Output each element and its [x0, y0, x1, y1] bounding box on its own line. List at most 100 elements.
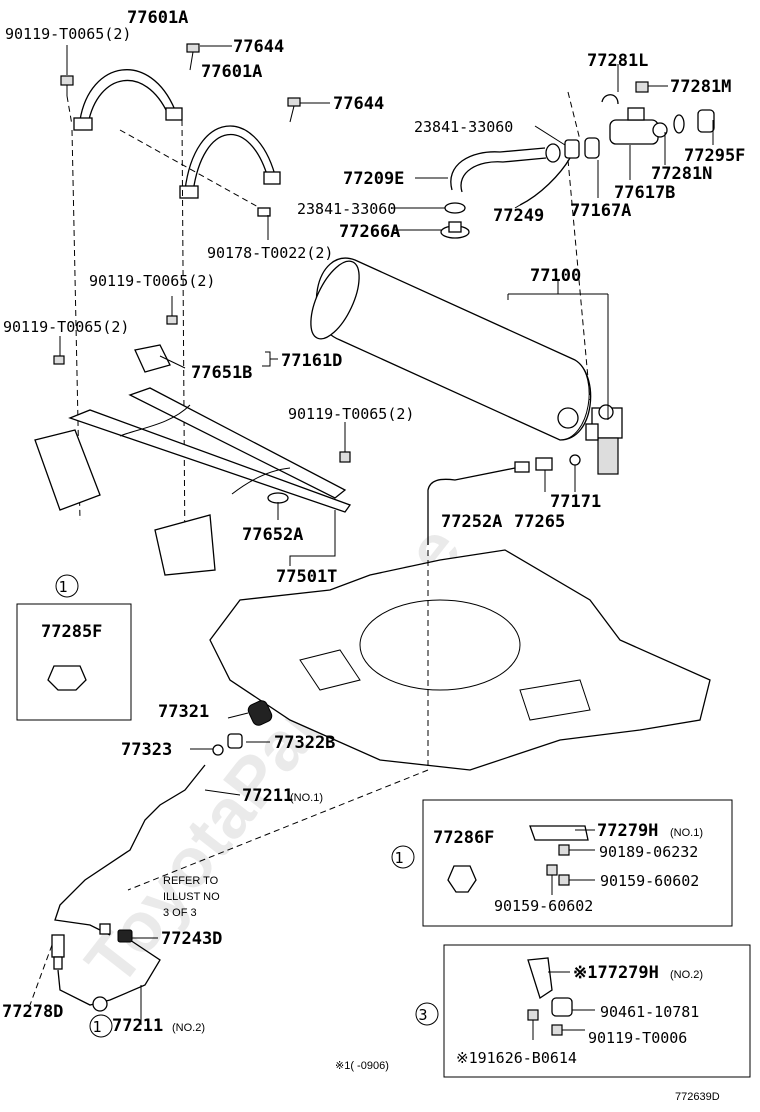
connector-77321	[247, 700, 273, 726]
callout-number: 1	[394, 849, 403, 867]
cap-77281M	[635, 81, 649, 93]
label-77211-no2: 77211	[112, 1016, 163, 1036]
label-90159-60602: 90159-60602	[494, 897, 593, 915]
leader-77100	[507, 280, 609, 420]
label-77211-no1-suffix: (NO.1)	[290, 792, 323, 804]
clip-77281L	[601, 94, 619, 105]
lpg-tank-77100	[310, 257, 592, 441]
ring-77281N	[673, 114, 685, 134]
frame-77501T	[68, 387, 352, 513]
washer-77171	[569, 454, 581, 466]
label-77601A: 77601A	[127, 8, 188, 28]
label-77279H-no1: 77279H	[597, 821, 658, 841]
bolt-90119-c	[53, 355, 65, 365]
label-90461-10781: 90461-10781	[600, 1003, 699, 1021]
clamp-23841-b	[444, 202, 466, 214]
label-77279H-no2-suffix: (NO.2)	[670, 969, 703, 981]
callout-number: 1	[92, 1018, 101, 1036]
pipe-77211-no1	[54, 764, 206, 936]
clip-on-pipe	[92, 996, 108, 1012]
callout-circle-1-top	[55, 574, 79, 598]
guide-line	[567, 91, 591, 401]
guide-line	[119, 129, 261, 209]
label-77281M: 77281M	[670, 77, 731, 97]
label-77651B: 77651B	[191, 363, 252, 383]
label-77644: 77644	[333, 94, 384, 114]
callout-circle-1-right	[391, 845, 415, 869]
footnote: ※1( -0906)	[335, 1060, 389, 1072]
label-77281L: 77281L	[587, 51, 648, 71]
callout-circle-1-bottom	[89, 1014, 113, 1038]
callout-number: 1	[58, 578, 67, 596]
inset-box-3	[443, 944, 751, 1078]
label-90119: 90119-T0065(2)	[5, 25, 131, 43]
tank-valve-assembly	[585, 404, 623, 475]
label-77286F: 77286F	[433, 828, 494, 848]
refer-note-line3: 3 OF 3	[163, 907, 197, 919]
label-77211-no2-suffix: (NO.2)	[172, 1022, 205, 1034]
washer-77323	[212, 744, 224, 756]
pipe-77249	[519, 157, 571, 206]
label-77617B: 77617B	[614, 183, 675, 203]
grommet-77266A	[440, 221, 470, 239]
side-bracket-center	[154, 514, 216, 576]
label-77249: 77249	[493, 206, 544, 226]
callout-circle-3	[415, 1002, 439, 1026]
bolt-77644-b	[287, 97, 301, 123]
label-77279H-no1-suffix: (NO.1)	[670, 827, 703, 839]
label-77167A: 77167A	[570, 201, 631, 221]
label-91626-B0614: ※191626-B0614	[456, 1049, 577, 1067]
refer-note-line1: REFER TO	[163, 875, 219, 887]
plug-77295F	[697, 109, 715, 133]
label-77295F: 77295F	[684, 146, 745, 166]
label-77285F: 77285F	[41, 622, 102, 642]
label-23841-33060: 23841-33060	[414, 118, 513, 136]
fitting-77617B	[609, 107, 668, 145]
label-77252A: 77252A	[441, 512, 502, 532]
inset-box-77285F	[16, 603, 132, 721]
label-77322B: 77322B	[274, 733, 335, 753]
guide-line	[181, 119, 186, 561]
strap-77601A-rear	[179, 125, 281, 199]
bracket-77161D	[134, 344, 171, 373]
label-77209E: 77209E	[343, 169, 404, 189]
label-77644: 77644	[233, 37, 284, 57]
fitting-77243D	[99, 923, 133, 943]
leader-lines	[59, 45, 714, 1040]
label-90119: 90119-T0065(2)	[89, 272, 215, 290]
label-90119: 90119-T0065(2)	[288, 405, 414, 423]
label-77321: 77321	[158, 702, 209, 722]
strap-77601A-front	[73, 69, 183, 131]
floor-pan	[209, 549, 711, 771]
guide-line	[127, 550, 429, 891]
pipe-77252A	[427, 461, 530, 545]
label-77281N: 77281N	[651, 164, 712, 184]
label-90159-60602: 90159-60602	[600, 872, 699, 890]
bolt-90119-b	[166, 315, 178, 325]
bolt-77644-a	[186, 43, 200, 71]
refer-note-line2: ILLUST NO	[163, 891, 220, 903]
label-77161D: 77161D	[281, 351, 342, 371]
label-77265: 77265	[514, 512, 565, 532]
hose-end	[545, 143, 561, 163]
part-labels: 77601A 90119-T0065(2) 77644 77601A 77644…	[2, 8, 745, 1103]
label-77266A: 77266A	[339, 222, 400, 242]
inset-box-77286F	[422, 799, 733, 927]
diagram-id: 772639D	[675, 1091, 720, 1103]
label-90178: 90178-T0022(2)	[207, 244, 333, 262]
bolt-90119-d	[339, 451, 351, 463]
valve-77278D	[51, 934, 65, 970]
pipe-77211-no2	[57, 939, 161, 1006]
nut-90178	[257, 207, 271, 217]
fitting-77322B	[227, 733, 243, 749]
guide-line	[29, 944, 53, 1006]
label-77278D: 77278D	[2, 1002, 63, 1022]
label-77243D: 77243D	[161, 929, 222, 949]
label-77171: 77171	[550, 492, 601, 512]
bolt-90119-top	[60, 75, 74, 96]
hose-77209E	[450, 147, 547, 193]
side-bracket-left	[34, 429, 101, 511]
clamp-77167A	[564, 137, 600, 159]
